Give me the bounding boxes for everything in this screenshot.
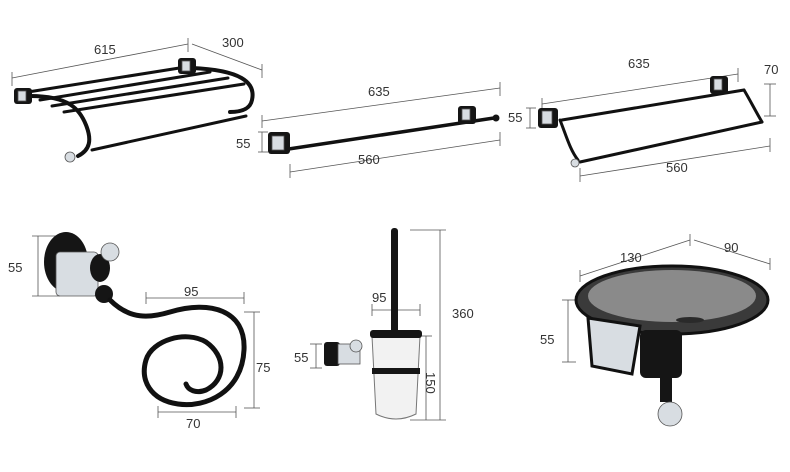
brush-cup-height-label: 150 <box>423 372 438 394</box>
towel-rack-depth-label: 300 <box>222 35 244 50</box>
brush-mount-height-label: 55 <box>294 350 308 365</box>
soap-dish-height-label: 55 <box>540 332 554 347</box>
single-bar-length-label: 635 <box>368 84 390 99</box>
dryer-holder-bottom-width-label: 70 <box>186 416 200 431</box>
brush-width-label: 95 <box>372 290 386 305</box>
double-bar-spacing-label: 560 <box>666 160 688 175</box>
towel-rack: 615 300 <box>11 35 263 163</box>
dryer-holder-ring-height-label: 75 <box>256 360 270 375</box>
soap-dish-depth-label: 90 <box>724 240 738 255</box>
hair-dryer-holder: 95 55 75 70 <box>8 232 270 431</box>
double-towel-bar: 635 55 70 560 <box>508 56 778 182</box>
double-bar-gap-label: 70 <box>764 62 778 77</box>
soap-dish: 130 90 55 <box>540 234 771 427</box>
towel-rack-width-label: 615 <box>94 42 116 57</box>
single-towel-bar: 635 55 560 <box>236 82 501 178</box>
double-bar-length-label: 635 <box>628 56 650 71</box>
soap-dish-width-label: 130 <box>620 250 642 265</box>
toilet-brush-holder: 95 360 55 150 <box>294 228 474 421</box>
dryer-holder-top-width-label: 95 <box>184 284 198 299</box>
dryer-holder-base-height-label: 55 <box>8 260 22 275</box>
double-bar-height-label: 55 <box>508 110 522 125</box>
single-bar-height-label: 55 <box>236 136 250 151</box>
single-bar-spacing-label: 560 <box>358 152 380 167</box>
brush-total-height-label: 360 <box>452 306 474 321</box>
